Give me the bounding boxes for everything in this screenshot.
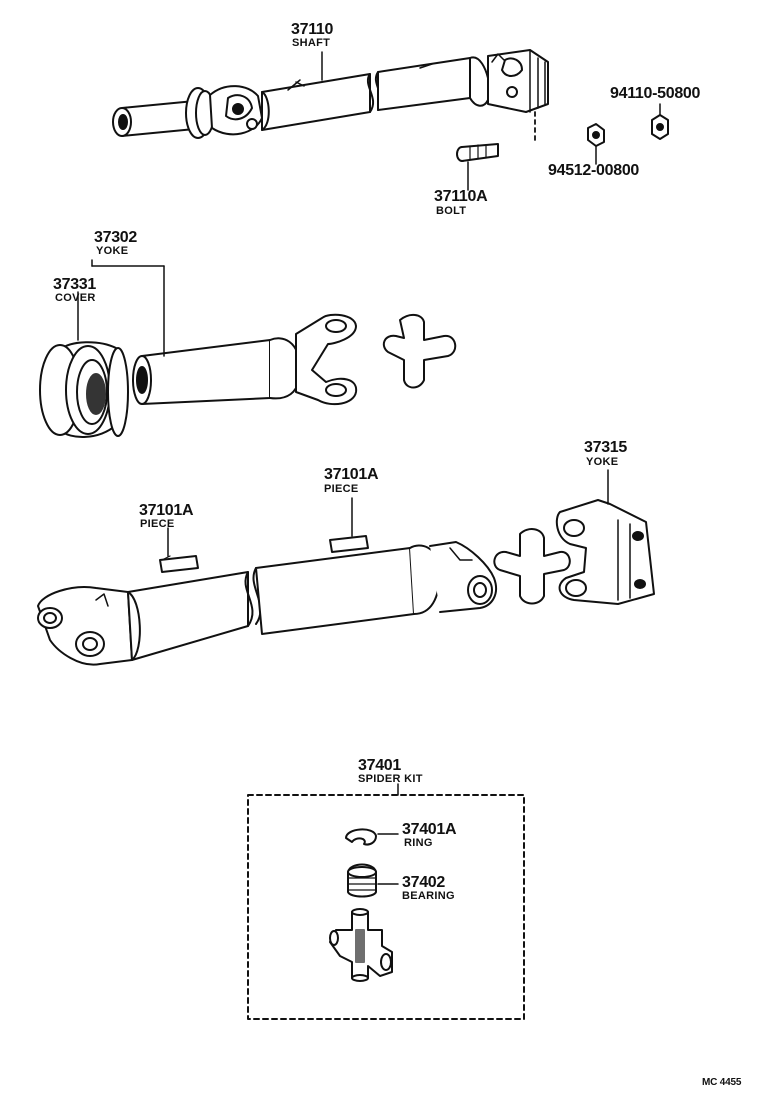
tube-assembly-drawing	[37, 497, 498, 666]
piece-right-part-number: 37101A	[324, 466, 379, 483]
cover-part-number: 37331	[53, 276, 96, 293]
ring-part-name: RING	[404, 837, 433, 849]
ring-part-number: 37401A	[402, 821, 457, 838]
spider-kit-part-name: SPIDER KIT	[358, 773, 423, 785]
yoke-sleeve-part-number: 37302	[94, 229, 137, 246]
spider-drawing-lower	[493, 528, 571, 605]
cover-part-name: COVER	[55, 292, 96, 304]
yoke-flange-part-number: 37315	[584, 439, 627, 456]
bearing-part-name: BEARING	[402, 890, 455, 902]
figure-code: MC 4455	[702, 1077, 742, 1088]
yoke-sleeve-drawing	[91, 259, 358, 406]
yoke-flange-part-name: YOKE	[586, 456, 619, 468]
shaft-part-number: 37110	[291, 21, 334, 38]
nut-part-number: 94110-50800	[610, 85, 701, 102]
bolt-part-number: 37110A	[434, 188, 488, 205]
washer-drawing	[587, 123, 605, 165]
shaft-assembly-drawing	[112, 49, 549, 143]
nut-drawing	[651, 103, 669, 140]
piece-left-part-name: PIECE	[140, 518, 175, 530]
yoke-sleeve-part-name: YOKE	[96, 245, 129, 257]
shaft-part-name: SHAFT	[292, 37, 331, 49]
cover-drawing	[39, 291, 129, 438]
washer-part-number: 94512-00800	[548, 162, 640, 179]
bolt-part-name: BOLT	[436, 205, 467, 217]
spider-kit-drawing	[247, 783, 525, 1020]
spider-kit-part-number: 37401	[358, 757, 401, 774]
piece-left-part-number: 37101A	[139, 502, 194, 519]
piece-right-part-name: PIECE	[324, 483, 359, 495]
spider-drawing-middle	[382, 314, 457, 389]
yoke-flange-drawing	[555, 469, 655, 605]
bolt-drawing	[456, 143, 499, 191]
bearing-part-number: 37402	[402, 874, 445, 891]
